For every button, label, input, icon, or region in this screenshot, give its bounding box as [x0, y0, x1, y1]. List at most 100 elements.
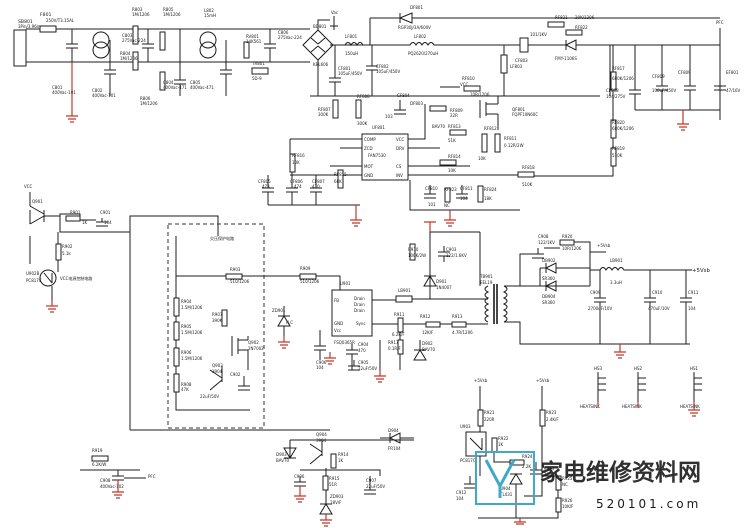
c902-ref: C902: [230, 372, 241, 377]
cf812-ref: CF809: [678, 70, 691, 75]
rf824-ref: RF824: [484, 187, 497, 192]
u901-pin-drain2: Drain: [354, 302, 365, 307]
choke-l802-b: [199, 41, 217, 59]
choke-l802: [199, 31, 217, 49]
resistor-rf821: [547, 21, 565, 28]
uf801-pin-8: VCC: [396, 137, 405, 142]
rf813-value: 51K: [448, 138, 456, 143]
rf814-ref: RF814: [448, 154, 461, 159]
r905-ref: R905: [181, 324, 192, 329]
d901-ref: D901: [436, 279, 447, 284]
zd901-ref: ZD901: [272, 308, 286, 313]
c905-ref: C905: [358, 360, 369, 365]
uf801-pin-7: DRV: [396, 146, 405, 151]
zener-zd901: [277, 306, 291, 336]
cap-c906: [314, 330, 326, 360]
cap-c912: [464, 476, 476, 489]
resistor-rf808: [355, 99, 362, 119]
cap-c904: [346, 344, 358, 370]
zd903-value: 18V/F: [330, 500, 342, 505]
u901-part: FSQ0365R: [334, 340, 355, 345]
c910-value: 470uF/10V: [648, 306, 670, 311]
rf818-ref: RF818: [522, 165, 535, 170]
c901-value: 104: [104, 220, 112, 225]
c909-out-ref: C909: [590, 290, 601, 295]
r925-value: NC: [562, 482, 568, 487]
tr801-value: 5D-9: [252, 76, 262, 81]
bead-lb901: [395, 295, 413, 303]
cf808-value: 104/275V: [606, 94, 626, 99]
regulator-u904: [509, 473, 523, 496]
rf816-ref: RF816: [292, 153, 305, 158]
resistor-rf818: [517, 171, 535, 178]
r913-ref: R913: [452, 314, 463, 319]
cap-c902: [238, 376, 250, 391]
uf801-part: FAN7530: [368, 153, 386, 158]
resistor-r926: [555, 497, 562, 513]
rf814-value: 10K: [448, 168, 456, 173]
c913-value: 104: [544, 472, 552, 477]
df803-value: BAV70: [432, 124, 446, 129]
cap-cf811: [456, 185, 468, 199]
resistor-r805: [159, 31, 166, 51]
cf809-value: 100uF/450V: [652, 88, 676, 93]
fuse-value: 250V/T3.15AL: [46, 18, 75, 23]
cap-c803: [142, 29, 154, 62]
heatsink-symbol: [597, 372, 606, 402]
r910-value: 100K/2W: [408, 253, 426, 258]
rf-divider-wires: [534, 45, 614, 177]
c913-ref: C913: [544, 466, 555, 471]
transistor-q904: [309, 440, 323, 465]
resistor-rf813: [449, 129, 467, 136]
u902-ref: U902B: [26, 271, 40, 276]
cf803-value: 101/1KV: [530, 32, 547, 37]
rf811-value: 0.12R/2W: [504, 143, 524, 148]
inductor-lf804: [500, 54, 508, 74]
l802-ref: L802: [204, 8, 214, 13]
r914-value: 1K: [338, 458, 344, 463]
feedback-wires: [478, 426, 559, 519]
pfc-bottom-label: PFC: [148, 474, 156, 479]
r907-value: 390K: [212, 318, 223, 323]
rf810-ref: RF810: [462, 76, 475, 81]
resistor-r911: [397, 317, 404, 333]
u901-pin-fb: FB: [334, 298, 339, 303]
cf802-value: 105uF/450V: [376, 69, 400, 74]
c904-ref: C904: [358, 342, 369, 347]
resistor-rf822: [565, 29, 583, 36]
rf822-label: RF822: [575, 25, 588, 30]
cap-c913: [530, 462, 542, 475]
c908-value: 400Vac-102: [100, 484, 124, 489]
choke-l801: [92, 31, 110, 49]
ground-symbol: [66, 62, 78, 123]
diode-df801: [370, 12, 720, 24]
cf810-value: 101: [428, 202, 436, 207]
r915-value: 51R: [329, 482, 337, 487]
c903-value: 122/1.6KV: [446, 253, 467, 258]
diode-d901: [423, 270, 437, 299]
pfc-bottom-wires: [409, 174, 520, 211]
r906-ref: R906: [181, 350, 192, 355]
r905-value: 1.5M/1206: [181, 330, 203, 335]
c801-value: 400Vac-101: [52, 90, 76, 95]
r909-value: 510/1206: [300, 279, 320, 284]
ground-symbol: [614, 344, 626, 359]
watermark: 家电维修资料网 520101.com: [475, 451, 701, 511]
r923-value: 2.4K/F: [546, 417, 559, 422]
resistor-r920: [559, 239, 575, 246]
r904-value: 1.5M/1206: [181, 305, 203, 310]
rf815-ref: RF815: [334, 172, 347, 177]
cf805-ref: CF805: [258, 179, 271, 184]
r911-ref: R911: [394, 312, 405, 317]
watermark-text: 家电维修资料网: [540, 459, 701, 486]
r904-ref: R904: [181, 299, 192, 304]
bridge-wires: [317, 19, 330, 96]
ic-uf801: [361, 133, 409, 181]
resistor-r922: [491, 437, 498, 453]
cf811-ref: CF811: [460, 186, 473, 191]
df801-ref: DF801: [410, 5, 423, 10]
r903-ref: R903: [230, 267, 241, 272]
rf819-value: 510K: [612, 153, 623, 158]
inductor-l901: [590, 267, 680, 271]
